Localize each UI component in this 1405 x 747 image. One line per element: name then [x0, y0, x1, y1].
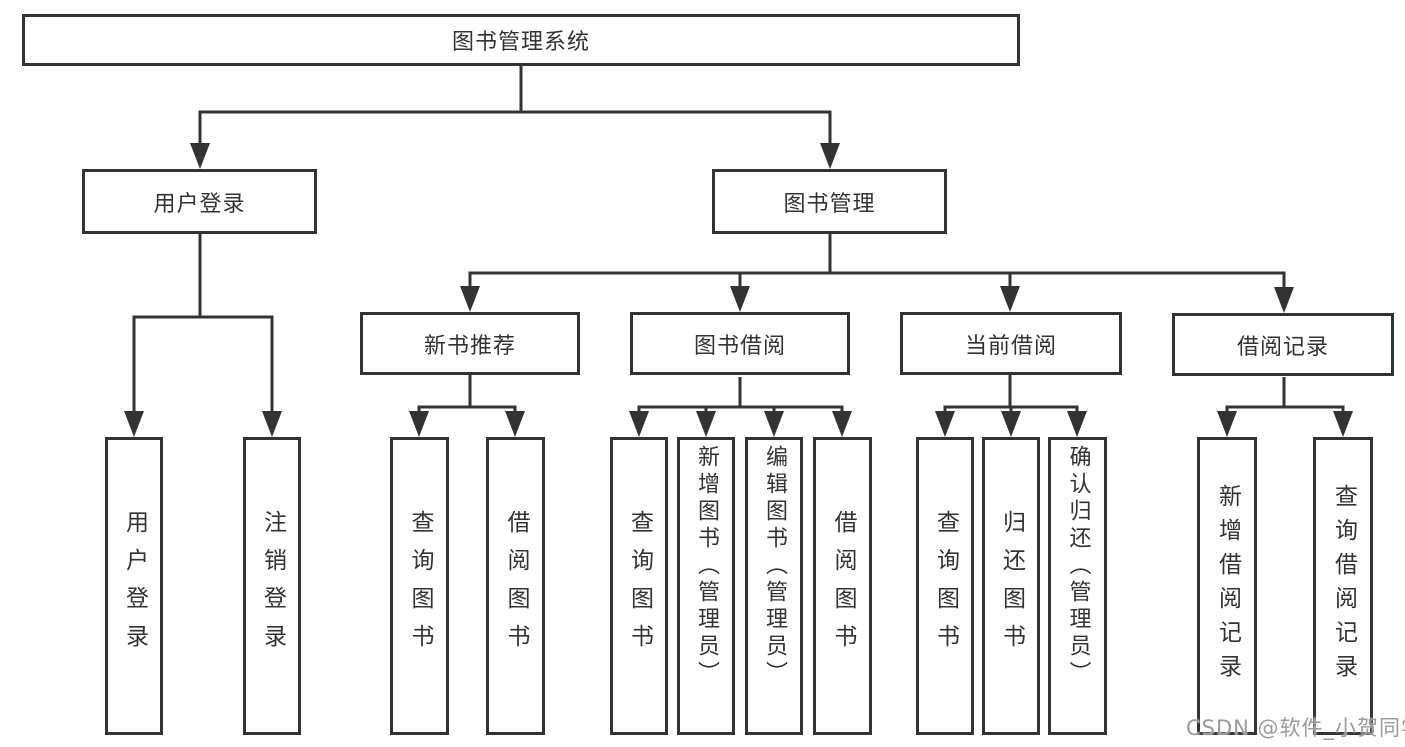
leaf-newbooks-query-books: 查询图书: [390, 437, 449, 735]
leaf-label: 借阅图书: [503, 510, 529, 662]
leaf-label: 归还图书: [998, 510, 1025, 662]
leaf-records-add-borrow-record: 新增借阅记录: [1197, 437, 1257, 735]
node-book-borrowing: 图书借阅: [630, 312, 850, 375]
node-current-borrowing: 当前借阅: [900, 312, 1122, 375]
leaf-borrowing-add-books-admin: 新增图书（管理员）: [677, 437, 735, 735]
leaf-borrowing-borrow-books: 借阅图书: [813, 437, 872, 735]
csdn-watermark: CSDN @软件_小贺同学: [1186, 716, 1405, 740]
leaf-label: 查询借阅记录: [1330, 484, 1357, 688]
node-label: 图书管理系统: [451, 30, 590, 55]
leaf-records-query-borrow-record: 查询借阅记录: [1313, 437, 1373, 735]
node-label: 新书推荐: [423, 333, 516, 359]
leaf-newbooks-borrow-books: 借阅图书: [486, 437, 545, 735]
leaf-label: 借阅图书: [830, 510, 856, 662]
leaf-current-return-books: 归还图书: [982, 437, 1040, 735]
leaf-label: 编辑图书（管理员）: [762, 445, 787, 688]
node-library-management-system: 图书管理系统: [22, 14, 1020, 66]
node-user-login: 用户登录: [82, 169, 317, 234]
leaf-label: 新增借阅记录: [1214, 484, 1241, 688]
node-label: 当前借阅: [964, 333, 1057, 359]
leaf-current-query-books: 查询图书: [916, 437, 974, 735]
node-borrowing-records: 借阅记录: [1172, 313, 1394, 376]
leaf-label: 查询图书: [407, 510, 433, 662]
leaf-logout: 注销登录: [243, 437, 301, 735]
leaf-borrowing-edit-books-admin: 编辑图书（管理员）: [745, 437, 803, 735]
leaf-label: 用户登录: [121, 510, 148, 662]
leaf-label: 新增图书（管理员）: [694, 445, 719, 688]
leaf-label: 查询图书: [626, 510, 653, 662]
node-label: 借阅记录: [1236, 334, 1329, 360]
leaf-user-login: 用户登录: [105, 437, 163, 735]
leaf-label: 查询图书: [932, 510, 959, 662]
leaf-borrowing-query-books: 查询图书: [610, 437, 668, 735]
leaf-label: 注销登录: [259, 510, 286, 662]
leaf-label: 确认归还（管理员）: [1065, 445, 1091, 688]
node-label: 图书管理: [783, 191, 876, 217]
node-book-management: 图书管理: [712, 169, 947, 234]
node-label: 图书借阅: [693, 333, 786, 359]
node-new-book-recommendation: 新书推荐: [360, 312, 580, 375]
leaf-current-confirm-return-admin: 确认归还（管理员）: [1048, 437, 1107, 735]
node-label: 用户登录: [153, 191, 246, 217]
